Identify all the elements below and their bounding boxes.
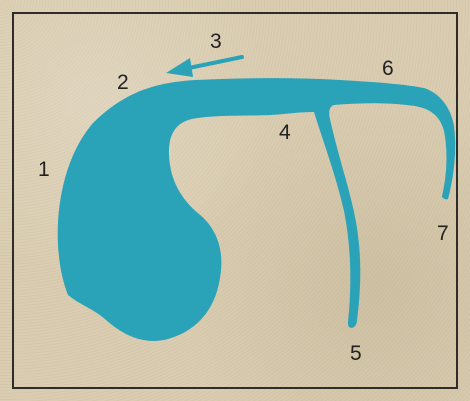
- flow-arrow-shaft: [184, 57, 242, 69]
- main-blue-shape: [58, 78, 455, 341]
- label-3: 3: [210, 30, 222, 53]
- label-2: 2: [117, 71, 129, 94]
- label-6: 6: [382, 57, 394, 80]
- label-5: 5: [350, 342, 362, 365]
- flow-arrow-head: [166, 58, 193, 77]
- label-4: 4: [279, 121, 291, 144]
- label-7: 7: [437, 222, 449, 245]
- label-1: 1: [38, 158, 50, 181]
